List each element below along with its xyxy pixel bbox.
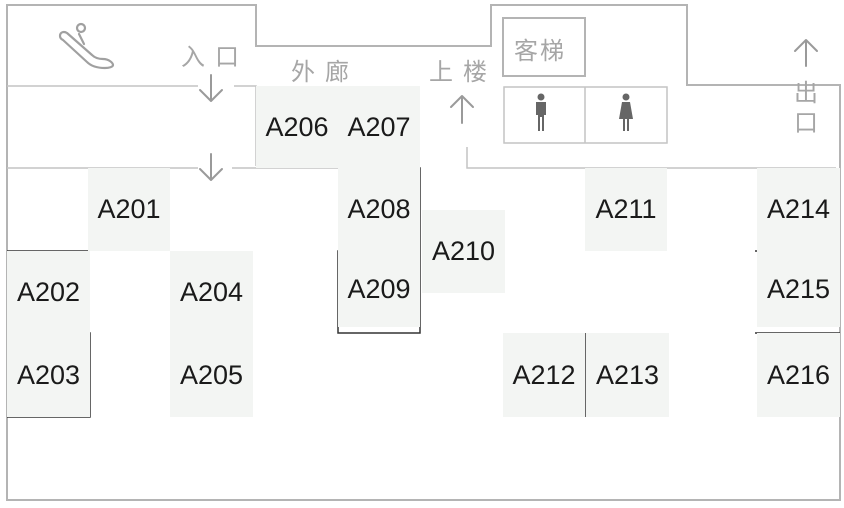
man-icon [536, 93, 546, 131]
booth-a213[interactable]: A213 [586, 333, 669, 417]
booth-a210[interactable]: A210 [422, 210, 505, 293]
booth-a212[interactable]: A212 [503, 333, 585, 417]
booth-a205[interactable]: A205 [170, 333, 253, 417]
booth-a206[interactable]: A206 [256, 86, 338, 168]
exit-label-bottom: 口 [794, 109, 818, 137]
escalator-icon [58, 22, 115, 70]
booth-a208[interactable]: A208 [338, 168, 420, 251]
exit-label-top: 出 [794, 79, 818, 107]
booth-a204[interactable]: A204 [170, 251, 253, 333]
corridor-label: 外廊 [291, 58, 359, 86]
booth-a214[interactable]: A214 [757, 168, 840, 251]
booth-a209[interactable]: A209 [338, 251, 420, 327]
booth-a203[interactable]: A203 [7, 333, 90, 417]
booth-a201[interactable]: A201 [88, 168, 170, 251]
elevator-label: 客梯 [514, 37, 566, 65]
entrance-label: 入口 [181, 43, 249, 71]
upstairs-label: 上楼 [429, 58, 497, 86]
woman-icon [619, 93, 633, 131]
booth-a215[interactable]: A215 [757, 251, 840, 327]
booth-a207[interactable]: A207 [338, 86, 420, 168]
booth-a216[interactable]: A216 [757, 333, 840, 417]
booth-a202[interactable]: A202 [7, 251, 90, 333]
booth-a211[interactable]: A211 [585, 168, 667, 251]
